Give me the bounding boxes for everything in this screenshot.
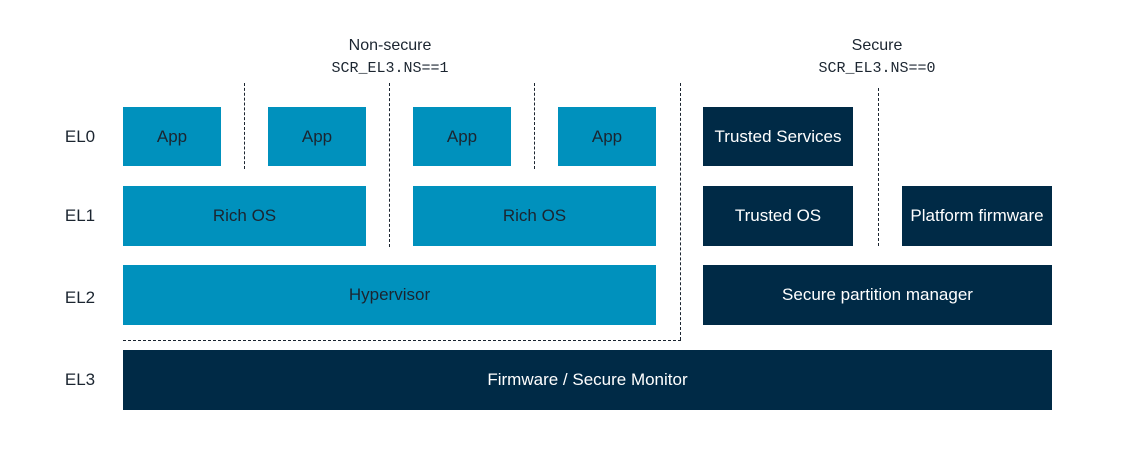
trusted-services-box: Trusted Services bbox=[703, 107, 853, 166]
nonsecure-title: Non-secure bbox=[348, 37, 432, 54]
level-label-el0: EL0 bbox=[64, 127, 96, 146]
separator-el2-el3 bbox=[123, 340, 681, 341]
trusted-os-box: Trusted OS bbox=[703, 186, 853, 246]
rich-os-box-2: Rich OS bbox=[413, 186, 656, 246]
separator-vm1-vm2 bbox=[389, 83, 390, 247]
secure-title: Secure bbox=[851, 37, 903, 54]
firmware-secure-monitor-box: Firmware / Secure Monitor bbox=[123, 350, 1052, 410]
secure-partition-manager-box: Secure partition manager bbox=[703, 265, 1052, 325]
secure-condition: SCR_EL3.NS==0 bbox=[818, 60, 936, 77]
app-box-4: App bbox=[558, 107, 656, 166]
separator-secure-partitions bbox=[878, 88, 879, 246]
separator-app3-app4 bbox=[534, 83, 535, 169]
level-label-el3: EL3 bbox=[64, 370, 96, 389]
separator-nonsecure-secure bbox=[680, 83, 681, 340]
app-box-3: App bbox=[413, 107, 511, 166]
separator-app1-app2 bbox=[244, 83, 245, 169]
platform-firmware-box: Platform firmware bbox=[902, 186, 1052, 246]
level-label-el2: EL2 bbox=[64, 288, 96, 307]
rich-os-box-1: Rich OS bbox=[123, 186, 366, 246]
nonsecure-condition: SCR_EL3.NS==1 bbox=[331, 60, 449, 77]
level-label-el1: EL1 bbox=[64, 206, 96, 225]
app-box-1: App bbox=[123, 107, 221, 166]
app-box-2: App bbox=[268, 107, 366, 166]
hypervisor-box: Hypervisor bbox=[123, 265, 656, 325]
